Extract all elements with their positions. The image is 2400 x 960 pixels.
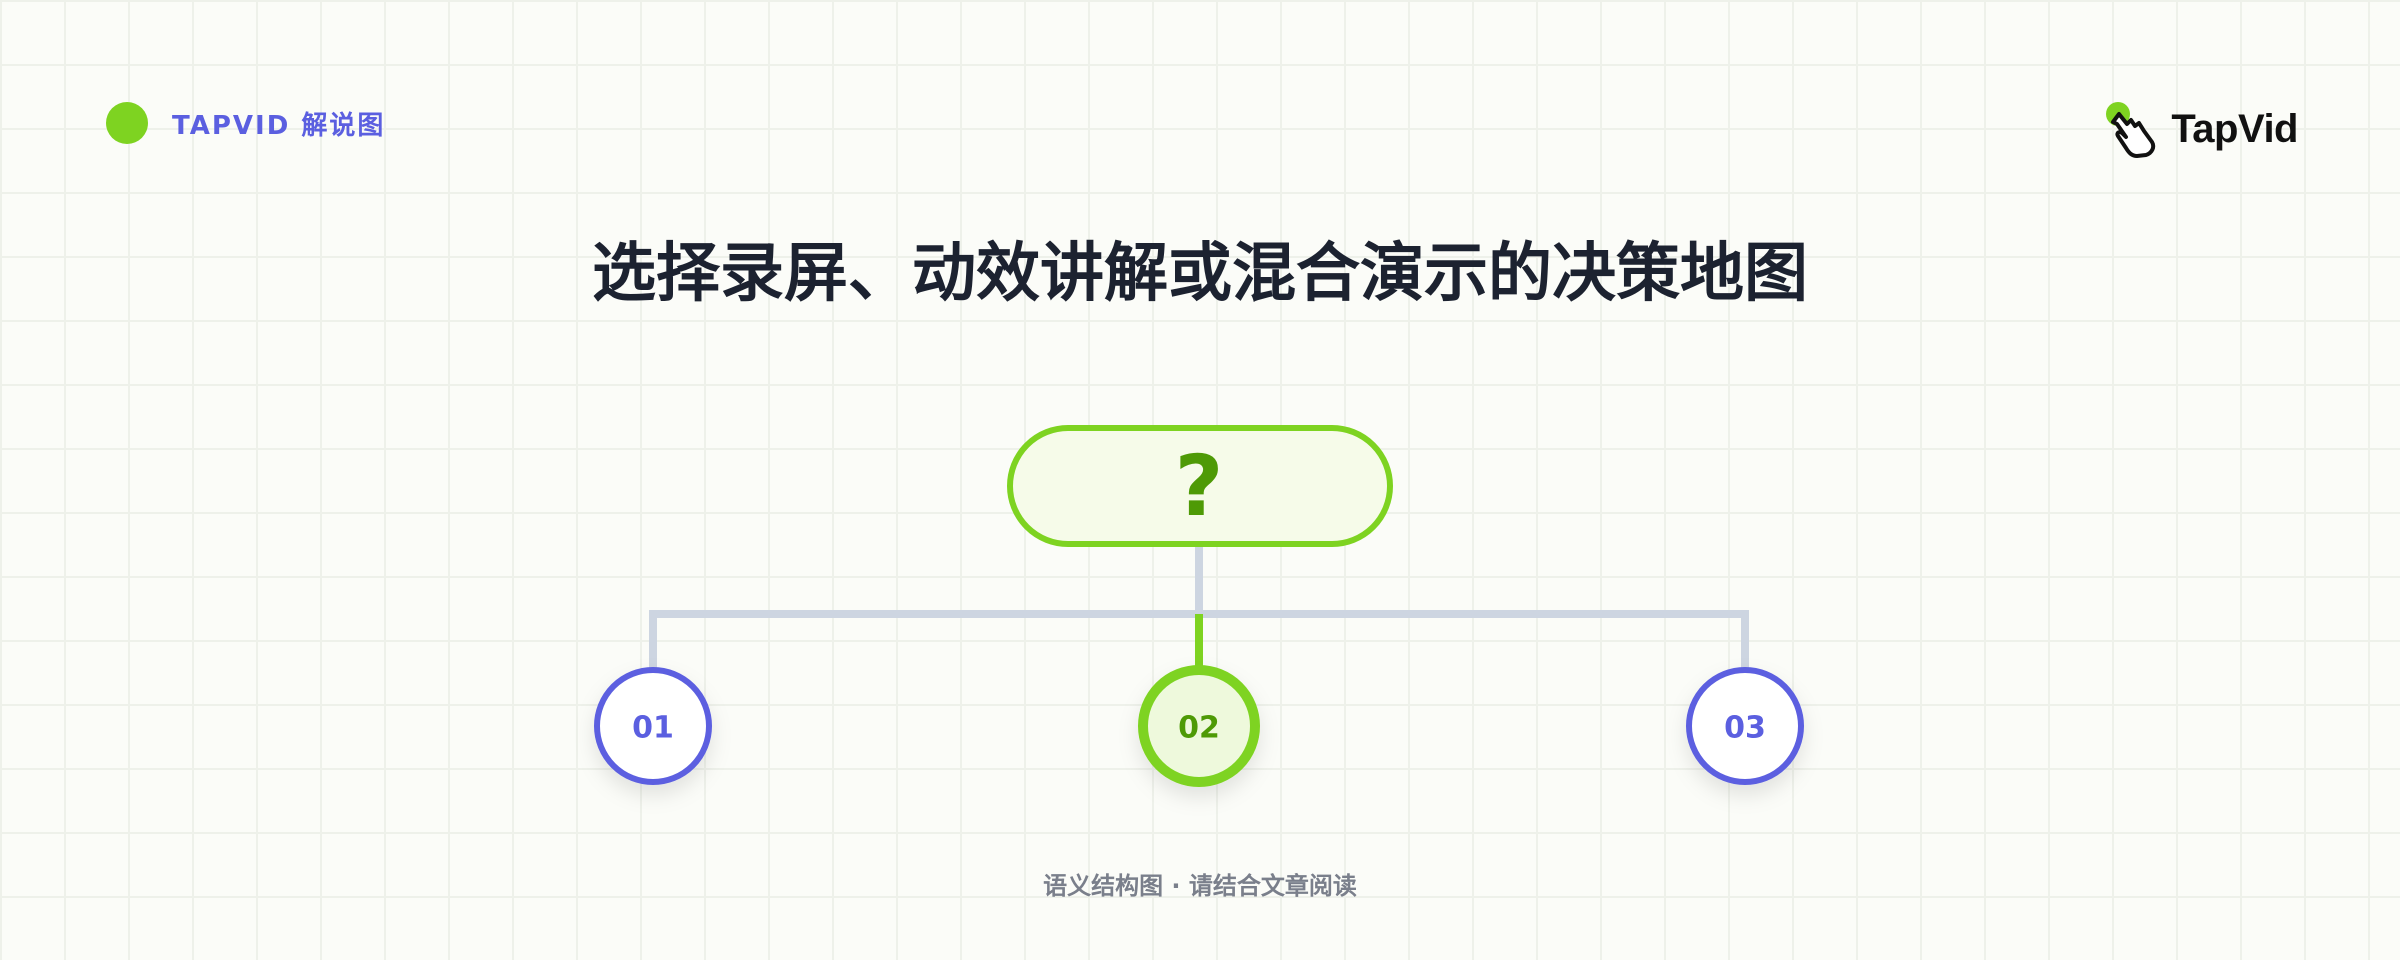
child-node-03-label: 03 (1724, 711, 1766, 746)
child-node-02: 02 (1138, 665, 1260, 787)
child-node-02-circle (1138, 665, 1260, 787)
root-node (1007, 425, 1393, 547)
pointer-hand-icon (2106, 102, 2156, 158)
child-node-01-circle (594, 667, 712, 785)
tapvid-logo: TapVid (2105, 100, 2298, 158)
page-title: 选择录屏、动效讲解或混合演示的决策地图 (592, 237, 1808, 311)
footer-caption: 语义结构图 · 请结合文章阅读 (1043, 872, 1357, 900)
child-node-01: 01 (594, 667, 712, 785)
child-node-03-circle (1686, 667, 1804, 785)
brand-tag-label: TAPVID 解说图 (172, 110, 386, 141)
child-node-01-label: 01 (632, 711, 674, 746)
brand-tag: TAPVID 解说图 (106, 102, 385, 144)
logo-wordmark: TapVid (2171, 106, 2298, 151)
root-node-label: ? (1175, 437, 1224, 535)
brand-dot-icon (106, 102, 148, 144)
child-node-03: 03 (1686, 667, 1804, 785)
child-node-02-label: 02 (1178, 711, 1220, 746)
